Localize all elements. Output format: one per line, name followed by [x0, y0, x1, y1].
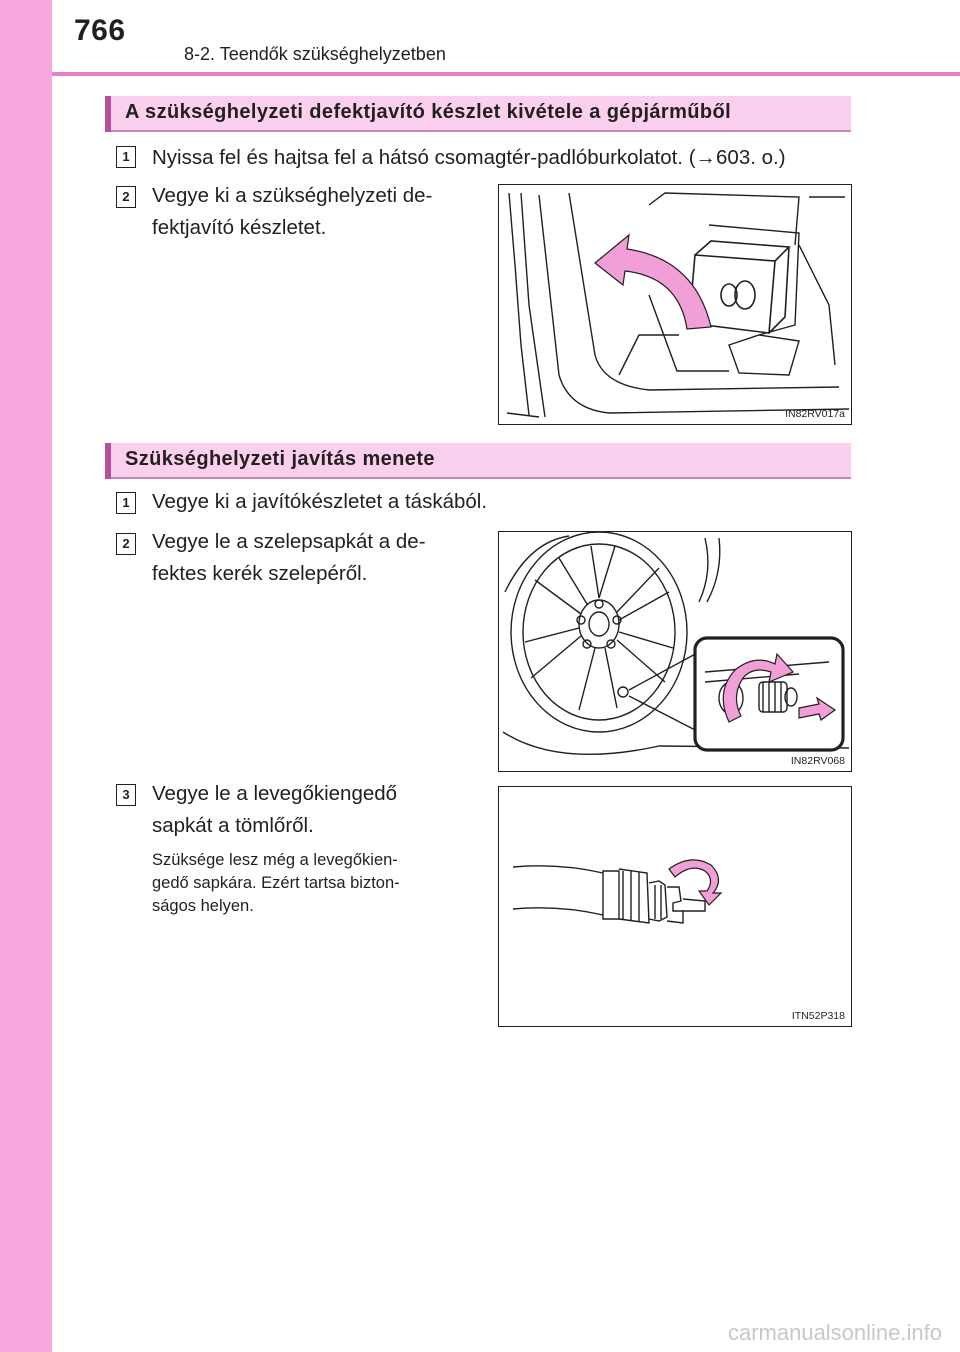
- step-number-1: 1: [116, 492, 136, 514]
- figure-code: ITN52P318: [791, 1010, 845, 1022]
- step-text-line: Vegye le a levegőkiengedő: [152, 782, 398, 805]
- step-text-line: Vegye le a szelepsapkát a de-: [152, 530, 426, 553]
- step-number-3: 3: [116, 784, 136, 806]
- watermark-text: carmanualsonline.info: [727, 1320, 942, 1345]
- header-rule: [52, 72, 960, 76]
- section-heading-text: A szükséghelyzeti defektjavító készlet k…: [125, 101, 732, 123]
- figure-valve-cap: IN82RV068: [498, 531, 852, 772]
- step-number-2: 2: [116, 186, 136, 208]
- step-text: Nyissa fel és hajtsa fel a hátsó csomagt…: [152, 146, 786, 169]
- step-number-2: 2: [116, 533, 136, 555]
- step-text-line: fektjavító készletet.: [152, 216, 327, 239]
- figure-kit-removal: IN82RV017a: [498, 184, 852, 425]
- wheel-valve-illustration: [502, 532, 850, 756]
- section-heading-kit-removal: A szükséghelyzeti defektjavító készlet k…: [105, 96, 851, 132]
- note-line: Szüksége lesz még a levegőkien-: [152, 851, 398, 869]
- step-text: Vegye ki a javítókészletet a táskából.: [152, 490, 488, 513]
- page-number: 766: [74, 14, 126, 47]
- trunk-illustration: [506, 192, 850, 418]
- step-number-1: 1: [116, 146, 136, 168]
- hose-cap-illustration: [512, 859, 723, 924]
- figure-code: IN82RV017a: [785, 408, 845, 420]
- section-heading-repair-procedure: Szükséghelyzeti javítás menete: [105, 443, 851, 479]
- note-line: ságos helyen.: [152, 897, 254, 915]
- step-text-line: Vegye ki a szükséghelyzeti de-: [152, 184, 433, 207]
- step-text-line: sapkát a tömlőről.: [152, 814, 314, 837]
- section-heading-text: Szükséghelyzeti javítás menete: [125, 448, 435, 470]
- figure-code: IN82RV068: [790, 755, 845, 767]
- side-color-strip: [0, 0, 52, 1352]
- note-line: gedő sapkára. Ezért tartsa bizton-: [152, 874, 400, 892]
- step-text-line: fektes kerék szelepéről.: [152, 562, 368, 585]
- figure-air-release-cap: ITN52P318: [498, 786, 852, 1027]
- chapter-title: 8-2. Teendők szükséghelyzetben: [184, 44, 446, 64]
